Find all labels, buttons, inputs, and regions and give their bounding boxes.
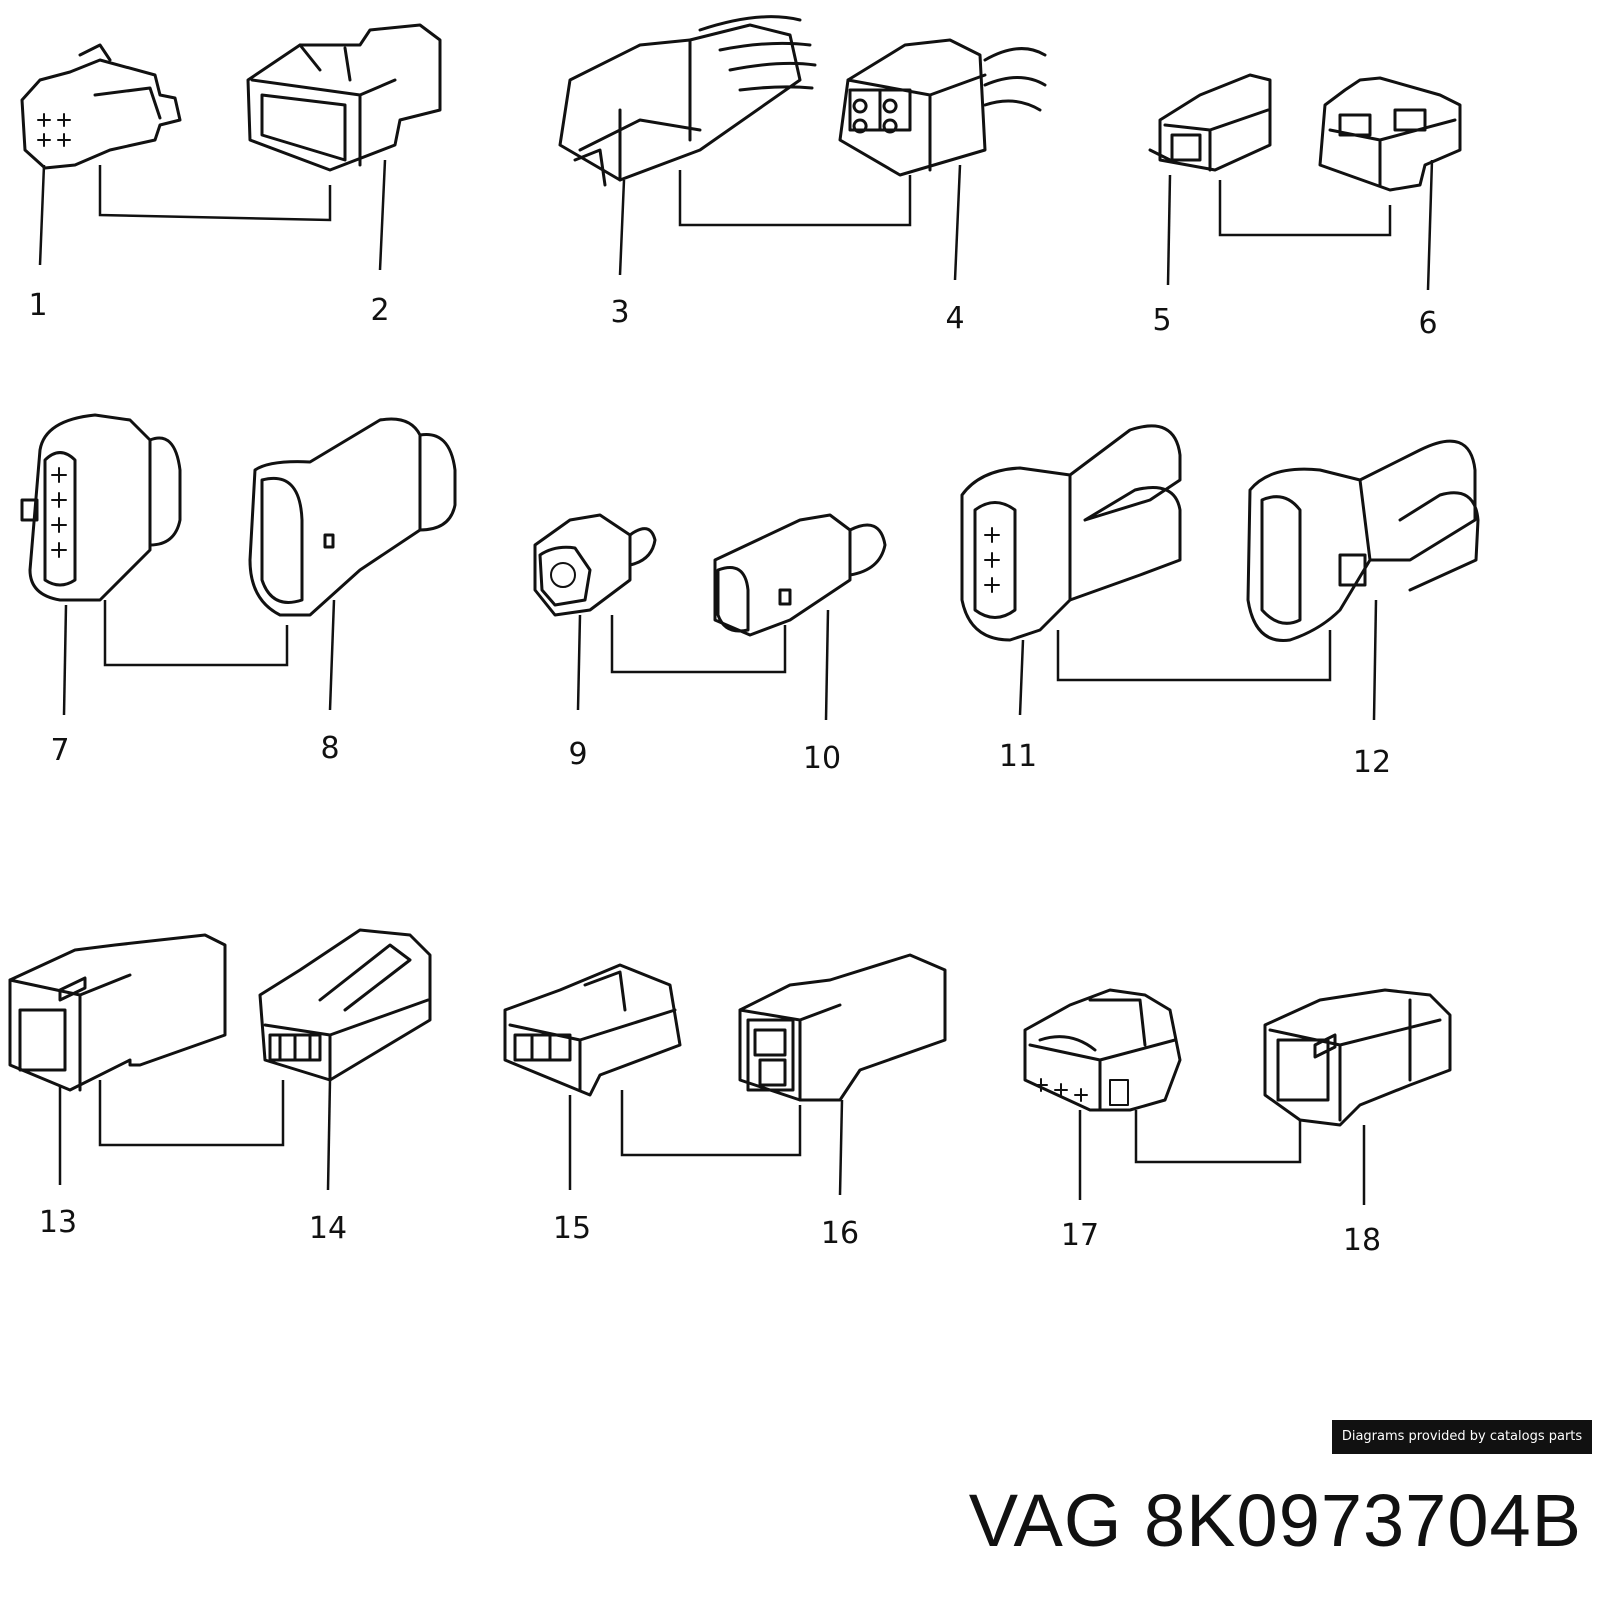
connector-4 [838, 38, 1047, 177]
callout-17: 17 [1061, 1218, 1099, 1253]
connector-5 [1148, 73, 1272, 172]
callout-12: 12 [1353, 745, 1391, 780]
connector-1 [20, 43, 182, 170]
credit-badge: Diagrams provided by catalogs parts [1332, 1420, 1592, 1454]
callout-10: 10 [803, 741, 841, 776]
connector-17 [1023, 988, 1182, 1112]
callout-7: 7 [50, 733, 69, 768]
connector-15 [503, 963, 682, 1097]
connector-6 [1318, 76, 1462, 192]
connector-13 [8, 933, 227, 1092]
callout-9: 9 [568, 737, 587, 772]
callout-16: 16 [821, 1216, 859, 1251]
callout-15: 15 [553, 1211, 591, 1246]
callout-11: 11 [999, 739, 1037, 774]
connector-9 [533, 513, 657, 617]
callout-8: 8 [320, 731, 339, 766]
callout-2: 2 [370, 293, 389, 328]
pair-brackets [98, 165, 1392, 1164]
connector-3 [558, 15, 817, 187]
connector-12 [1246, 439, 1480, 642]
callout-numbers: 1 2 3 4 5 6 7 8 9 10 11 12 13 14 15 16 1… [28, 288, 1437, 1258]
connector-8 [248, 417, 457, 617]
connector-18 [1263, 988, 1452, 1127]
connector-10 [713, 513, 887, 637]
callout-leaders [38, 159, 1434, 1205]
callout-3: 3 [610, 295, 629, 330]
connector-16 [738, 953, 947, 1102]
callout-13: 13 [39, 1205, 77, 1240]
connector-2 [246, 23, 442, 172]
callout-6: 6 [1418, 306, 1437, 341]
callout-14: 14 [309, 1211, 347, 1246]
connector-7 [20, 413, 182, 602]
callout-18: 18 [1343, 1223, 1381, 1258]
callout-4: 4 [945, 301, 964, 336]
connector-11 [960, 424, 1182, 642]
part-number: VAG 8K0973704B [968, 1479, 1582, 1562]
callout-5: 5 [1152, 303, 1171, 338]
connector-14 [258, 928, 432, 1082]
callout-1: 1 [28, 288, 47, 323]
